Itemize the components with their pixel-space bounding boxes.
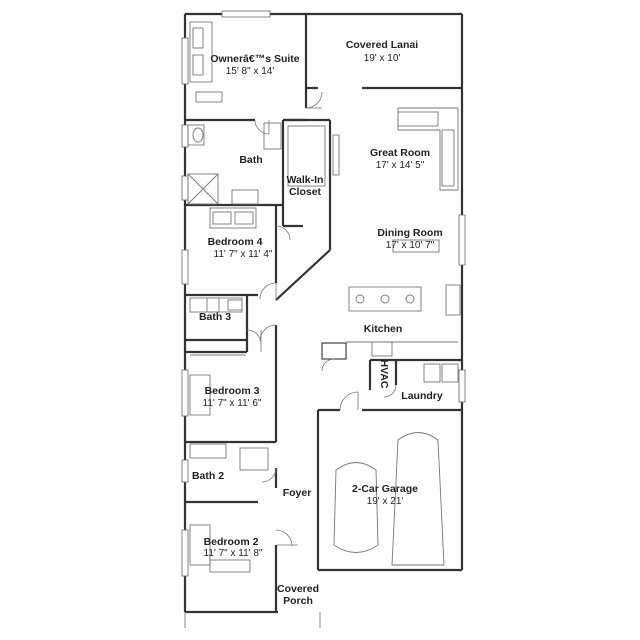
covered-lanai-dims: 19' x 10' [364, 53, 401, 64]
covered-porch-label-line2: Porch [283, 595, 313, 607]
covered-porch-label-line1: Covered [277, 583, 319, 595]
exterior-walls [183, 12, 464, 614]
great-room-label: Great Room [370, 147, 430, 159]
bedroom-4-label: Bedroom 4 [208, 236, 263, 248]
walk-in-closet-label-line2: Closet [289, 186, 322, 198]
bath-2-label: Bath 2 [192, 470, 224, 482]
room-labels: Ownerâ€™s Suite 15' 8" x 14' Covered Lan… [192, 39, 443, 607]
great-room-dims: 17' x 14' 5" [376, 160, 425, 171]
dining-room-label: Dining Room [377, 227, 442, 239]
owners-suite-label: Ownerâ€™s Suite [210, 53, 299, 65]
laundry-label: Laundry [401, 390, 443, 402]
foyer-label: Foyer [283, 487, 312, 499]
fixtures [184, 21, 461, 628]
owners-suite-dims: 15' 8" x 14' [226, 66, 275, 77]
bedroom-3-label: Bedroom 3 [205, 385, 260, 397]
bedroom-4-dims: 11' 7" x 11' 4" [214, 249, 273, 260]
garage-dims: 19' x 21' [367, 496, 404, 507]
walk-in-closet-label-line1: Walk-In [287, 174, 324, 186]
windows [181, 10, 466, 577]
bedroom-2-dims: 11' 7" x 11' 8" [204, 548, 263, 559]
doors [246, 91, 397, 547]
interior-walls [185, 88, 462, 612]
bedroom-3-dims: 11' 7" x 11' 6" [203, 398, 262, 409]
dining-room-dims: 17' x 10' 7" [386, 240, 435, 251]
bath-3-label: Bath 3 [199, 311, 231, 323]
hvac-label: HVAC [378, 360, 390, 389]
bath-label: Bath [239, 154, 262, 166]
bedroom-2-label: Bedroom 2 [204, 536, 259, 548]
covered-lanai-label: Covered Lanai [346, 39, 418, 51]
garage-label: 2-Car Garage [352, 483, 418, 495]
kitchen-label: Kitchen [364, 323, 403, 335]
